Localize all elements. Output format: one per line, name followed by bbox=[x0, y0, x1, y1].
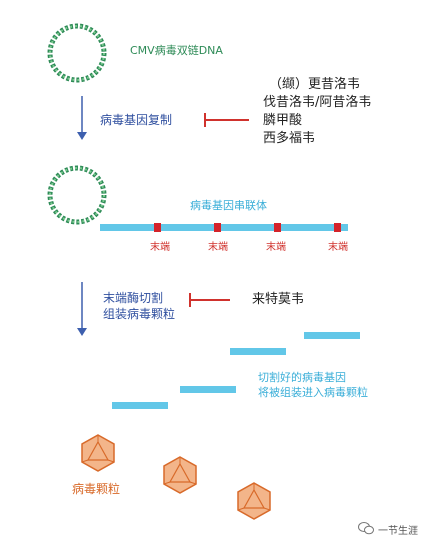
end-marker-4 bbox=[334, 223, 341, 232]
cut-genome-label: 切割好的病毒基因 将被组装进入病毒颗粒 bbox=[258, 370, 368, 400]
inhibitor-foscarnet: 膦甲酸 bbox=[263, 113, 303, 128]
inhibitors-list: （缬）更昔洛韦 伐昔洛韦/阿昔洛韦 膦甲酸 西多福韦 bbox=[263, 76, 371, 148]
down-arrow-2 bbox=[77, 282, 87, 336]
cmv-dna-label: CMV病毒双链DNA bbox=[130, 44, 223, 57]
cleavage-label: 末端酶切割 组装病毒颗粒 bbox=[103, 290, 175, 322]
end-label-4: 末端 bbox=[328, 242, 348, 253]
inhibitor-valaciclovir: 伐昔洛韦/阿昔洛韦 bbox=[263, 95, 372, 110]
inhibitor-ganciclovir: （缬）更昔洛韦 bbox=[269, 77, 361, 92]
particles-label: 病毒颗粒 bbox=[72, 482, 121, 496]
circular-dna-middle bbox=[47, 165, 107, 225]
end-marker-1 bbox=[154, 223, 161, 232]
inhibitor-cidofovir: 西多福韦 bbox=[263, 131, 316, 146]
inhibition-symbol-1 bbox=[204, 113, 249, 127]
end-label-1: 末端 bbox=[150, 242, 170, 253]
circular-dna-top bbox=[47, 23, 107, 83]
cut-segment-2 bbox=[230, 348, 286, 355]
end-label-2: 末端 bbox=[208, 242, 228, 253]
cut-segment-3 bbox=[180, 386, 236, 393]
concatemer-strand bbox=[100, 224, 348, 231]
replication-label: 病毒基因复制 bbox=[100, 113, 173, 127]
letermovir-label: 来特莫韦 bbox=[252, 292, 305, 307]
down-arrow-1 bbox=[77, 96, 87, 140]
cleavage-line-1: 末端酶切割 bbox=[103, 291, 164, 305]
virus-particle-3 bbox=[237, 482, 271, 520]
end-marker-2 bbox=[214, 223, 221, 232]
virus-particle-2 bbox=[163, 456, 197, 494]
cut-segment-4 bbox=[112, 402, 168, 409]
cut-genome-line-2: 将被组装进入病毒颗粒 bbox=[258, 386, 368, 399]
concatemer-label: 病毒基因串联体 bbox=[190, 199, 267, 212]
cleavage-line-2: 组装病毒颗粒 bbox=[103, 307, 176, 321]
inhibition-symbol-2 bbox=[189, 293, 230, 307]
end-label-3: 末端 bbox=[266, 242, 286, 253]
cut-segment-1 bbox=[304, 332, 360, 339]
wechat-icon bbox=[358, 522, 374, 535]
watermark-text: 一节生涯 bbox=[378, 526, 418, 537]
virus-particle-1 bbox=[81, 434, 115, 472]
end-marker-3 bbox=[274, 223, 281, 232]
cut-genome-line-1: 切割好的病毒基因 bbox=[258, 371, 346, 384]
